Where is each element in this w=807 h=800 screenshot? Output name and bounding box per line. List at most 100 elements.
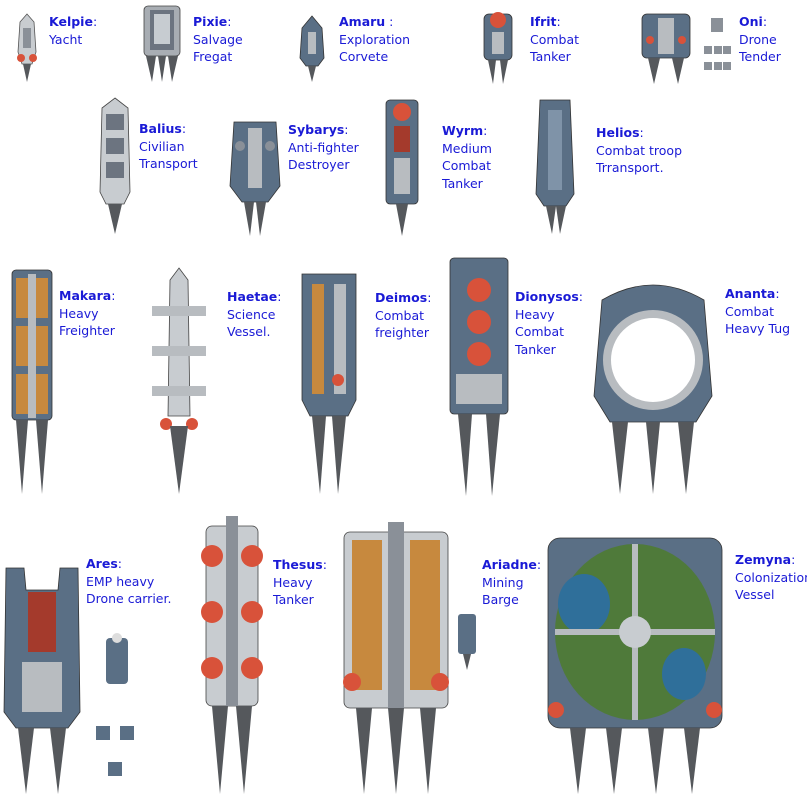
- ares-desc-2: Drone carrier.: [86, 591, 172, 606]
- deimos-ship-sprite: [301, 273, 357, 494]
- ariadne-sep: :: [536, 557, 542, 572]
- oni-ship-sprite: [641, 13, 691, 84]
- wyrm-name: Wyrm: [442, 123, 484, 138]
- sybarys-desc-1: Anti-fighter: [288, 139, 359, 155]
- amaru-sep: :: [385, 14, 394, 29]
- oni-drones-sprite: [704, 18, 731, 70]
- deimos-label: Deimos: Combat freighter: [375, 289, 431, 342]
- ifrit-name: Ifrit: [530, 14, 557, 29]
- helios-name: Helios: [596, 125, 640, 140]
- ariadne-drone-sprite: [458, 614, 476, 670]
- pixie-label: Pixie: Salvage Fregat: [193, 13, 243, 66]
- amaru-ship-sprite: [299, 15, 325, 82]
- wyrm-desc-2: Combat: [442, 158, 492, 173]
- thesus-name: Thesus: [273, 557, 323, 572]
- ares-sep: :: [117, 556, 122, 571]
- haetae-desc-2: Vessel.: [227, 324, 271, 339]
- ariadne-ship-sprite: [343, 522, 449, 794]
- ares-ship-sprite: [3, 567, 81, 794]
- deimos-desc-2: freighter: [375, 325, 430, 340]
- oni-label: Oni: Drone Tender: [739, 13, 781, 66]
- thesus-desc-1: Heavy: [273, 574, 313, 590]
- zemyna-ship-sprite: [547, 537, 723, 794]
- dionysos-label: Dionysos: Heavy Combat Tanker: [515, 288, 583, 358]
- zemyna-label: Zemyna: Colonization Vessel: [735, 551, 807, 604]
- oni-desc-1: Drone: [739, 31, 777, 47]
- haetae-ship-sprite: [152, 267, 206, 494]
- sybarys-sep: :: [344, 122, 349, 137]
- dionysos-desc-3: Tanker: [515, 341, 556, 357]
- helios-desc-1: Combat troop: [596, 142, 683, 158]
- dionysos-ship-sprite: [449, 257, 509, 496]
- zemyna-desc-2: Vessel: [735, 587, 775, 602]
- zemyna-name: Zemyna: [735, 552, 792, 567]
- pixie-desc-1: Salvage: [193, 31, 243, 47]
- deimos-sep: :: [427, 290, 432, 305]
- haetae-label: Haetae: Science Vessel.: [227, 288, 281, 341]
- zemyna-sep: :: [791, 552, 796, 567]
- makara-name: Makara: [59, 288, 112, 303]
- dionysos-desc-1: Heavy: [515, 306, 555, 322]
- balius-sep: :: [181, 121, 187, 136]
- makara-desc-2: Freighter: [59, 323, 115, 338]
- ariadne-desc-2: Barge: [482, 592, 519, 607]
- zemyna-desc-1: Colonization: [735, 569, 807, 585]
- ares-name: Ares: [86, 556, 118, 571]
- ifrit-sep: :: [556, 14, 561, 29]
- helios-sep: :: [639, 125, 644, 140]
- haetae-name: Haetae: [227, 289, 278, 304]
- kelpie-name: Kelpie: [49, 14, 93, 29]
- balius-desc-2: Transport: [139, 156, 198, 171]
- pixie-desc-2: Fregat: [193, 49, 233, 64]
- kelpie-ship-sprite: [17, 13, 37, 82]
- helios-ship-sprite: [535, 99, 575, 234]
- oni-sep: :: [762, 14, 768, 29]
- amaru-label: Amaru : Exploration Corvete: [339, 13, 410, 66]
- kelpie-label: Kelpie: Yacht: [49, 13, 97, 48]
- thesus-sep: :: [322, 557, 327, 572]
- ananta-sep: :: [775, 286, 780, 301]
- oni-name: Oni: [739, 14, 763, 29]
- makara-desc-1: Heavy: [59, 305, 99, 321]
- thesus-ship-sprite: [201, 516, 263, 794]
- sybarys-ship-sprite: [229, 121, 281, 236]
- amaru-desc-2: Corvete: [339, 49, 389, 64]
- ifrit-desc-1: Combat: [530, 31, 580, 47]
- ananta-desc-2: Heavy Tug: [725, 321, 791, 336]
- balius-ship-sprite: [99, 97, 131, 234]
- thesus-label: Thesus: Heavy Tanker: [273, 556, 327, 609]
- ifrit-desc-2: Tanker: [530, 49, 571, 64]
- ifrit-label: Ifrit: Combat Tanker: [530, 13, 579, 66]
- helios-desc-2: Trransport.: [596, 160, 664, 175]
- sybarys-label: Sybarys: Anti-fighter Destroyer: [288, 121, 359, 174]
- wyrm-sep: :: [483, 123, 488, 138]
- ananta-ship-sprite: [593, 284, 713, 494]
- ananta-name: Ananta: [725, 286, 776, 301]
- ariadne-name: Ariadne: [482, 557, 537, 572]
- deimos-desc-1: Combat: [375, 307, 425, 323]
- dionysos-sep: :: [578, 289, 583, 304]
- ares-drones-sprite: [96, 633, 134, 776]
- pixie-ship-sprite: [143, 5, 181, 82]
- ananta-desc-1: Combat: [725, 303, 775, 319]
- sybarys-name: Sybarys: [288, 122, 345, 137]
- balius-desc-1: Civilian: [139, 138, 185, 154]
- ananta-label: Ananta: Combat Heavy Tug: [725, 285, 790, 338]
- balius-label: Balius: Civilian Transport: [139, 120, 198, 173]
- thesus-desc-2: Tanker: [273, 592, 314, 607]
- ariadne-desc-1: Mining: [482, 574, 524, 590]
- wyrm-label: Wyrm: Medium Combat Tanker: [442, 122, 492, 192]
- makara-sep: :: [111, 288, 116, 303]
- haetae-sep: :: [277, 289, 282, 304]
- ariadne-label: Ariadne: Mining Barge: [482, 556, 541, 609]
- kelpie-desc-1: Yacht: [49, 31, 83, 47]
- helios-label: Helios: Combat troop Trransport.: [596, 124, 682, 177]
- deimos-name: Deimos: [375, 290, 428, 305]
- wyrm-desc-3: Tanker: [442, 175, 483, 191]
- ares-label: Ares: EMP heavy Drone carrier.: [86, 555, 171, 608]
- ifrit-ship-sprite: [483, 12, 513, 84]
- makara-label: Makara: Heavy Freighter: [59, 287, 115, 340]
- dionysos-name: Dionysos: [515, 289, 579, 304]
- haetae-desc-1: Science: [227, 306, 276, 322]
- ares-desc-1: EMP heavy: [86, 573, 155, 589]
